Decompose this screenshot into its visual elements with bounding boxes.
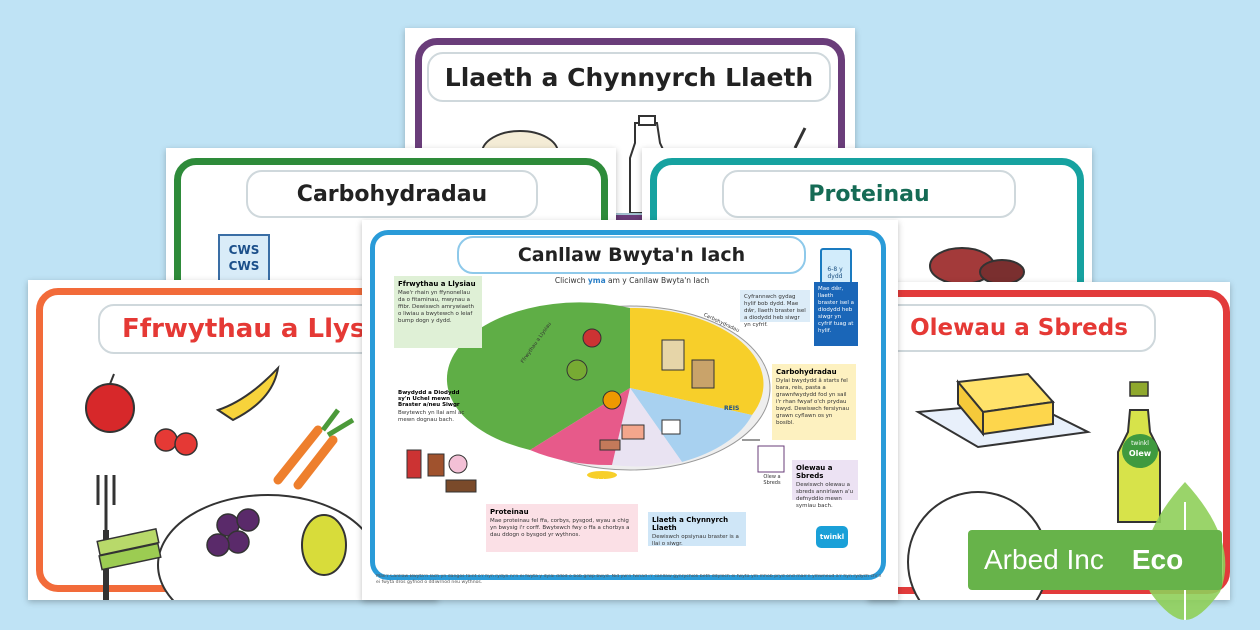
dairy-poster-title: Llaeth a Chynnyrch Llaeth [427, 52, 831, 102]
guide-footer-text: Mae'r Canllaw Bwyta'n Iach yn dangos fai… [376, 574, 882, 585]
water-glass-label: 6-8 y dydd [827, 266, 843, 280]
carbs-info-title: Carbohydradau [776, 368, 837, 376]
oils-poster-title: Olewau a Sbreds [882, 304, 1156, 352]
carbs-info-text: Dylai bwydydd â starts fel bara, reis, p… [776, 378, 850, 426]
oil-bottle-text: Olew [1128, 449, 1152, 458]
subtitle-text-end: am y Canllaw Bwyta'n Iach [608, 276, 710, 285]
sugary-info-title: Bwydydd a Diodydd sy'n Uchel mewn Braste… [398, 390, 460, 408]
subtitle-text-start: Cliciwch [554, 276, 586, 285]
sugary-info-box: Bwydydd a Diodydd sy'n Uchel mewn Braste… [394, 386, 472, 434]
protein-poster-title: Proteinau [722, 170, 1016, 218]
segment-label-oils: Olew a Sbreds [763, 474, 781, 486]
arbed-eco-badge: Arbed Inc Eco [968, 530, 1222, 590]
water-blue-text: Mae dŵr, llaeth braster isel a diodydd h… [818, 286, 854, 334]
cereal-box-label: CWS CWS [228, 243, 260, 273]
twinkl-logo: twinkl [816, 526, 848, 548]
dairy-info-box: Llaeth a Chynnyrch Llaeth Dewiswch opsiy… [648, 512, 746, 547]
eatwell-plate [446, 302, 785, 479]
meat-illustration [929, 247, 1025, 285]
guide-subtitle: Cliciwch yma am y Canllaw Bwyta'n Iach [512, 276, 752, 285]
guide-title: Canllaw Bwyta'n Iach [457, 236, 806, 274]
oil-bottle-brand: twinkl [1131, 440, 1149, 447]
segment-label-protein: Proteinau [590, 478, 614, 484]
badge-left-text: Arbed Inc [984, 544, 1104, 575]
subtitle-link[interactable]: yma [587, 276, 606, 285]
eatwell-guide-poster[interactable]: Canllaw Bwyta'n Iach Cliciwch yma am y C… [362, 220, 898, 600]
water-info-box: Cyfrannwch gydag hylif bob dydd. Mae dŵr… [740, 290, 810, 328]
oils-info-text: Dewiswch olewau a sbreds annirlawn a'u d… [796, 482, 854, 509]
dairy-info-text: Dewiswch opsiynau braster is a llai o si… [652, 534, 739, 547]
protein-info-box: Proteinau Mae proteinau fel ffa, corbys,… [486, 504, 638, 552]
fruit-info-box: Ffrwythau a Llysiau Mae'r rhain yn ffyno… [394, 276, 482, 348]
fruit-info-title: Ffrwythau a Llysiau [398, 280, 476, 288]
water-blue-box: Mae dŵr, llaeth braster isel a diodydd h… [814, 282, 858, 346]
rice-bag-label: REIS [724, 405, 740, 412]
dairy-info-title: Llaeth a Chynnyrch Llaeth [652, 516, 729, 532]
fruit-info-text: Mae'r rhain yn ffynonellau da o fitamina… [398, 290, 474, 324]
oils-info-title: Olewau a Sbreds [796, 464, 833, 480]
sugary-info-text: Bwytewch yn llai aml ac mewn dognau bach… [398, 410, 465, 423]
protein-info-title: Proteinau [490, 508, 529, 516]
carbs-info-box: Carbohydradau Dylai bwydydd â starts fel… [772, 364, 856, 440]
badge-right-text: Eco [1131, 544, 1184, 575]
protein-info-text: Mae proteinau fel ffa, corbys, pysgod, w… [490, 518, 630, 538]
oils-info-box: Olewau a Sbreds Dewiswch olewau a sbreds… [792, 460, 858, 509]
treats-illustration [406, 449, 477, 493]
fruit-illustration [85, 364, 379, 600]
cereal-box-icon: CWS CWS [218, 234, 270, 288]
oil-bottle-label: twinkl Olew [1122, 434, 1158, 468]
water-info-text: Cyfrannwch gydag hylif bob dydd. Mae dŵr… [744, 294, 806, 328]
segment-label-dairy: Llaeth a Chynnyrch Llaeth [654, 478, 720, 484]
carbohydrates-poster-title: Carbohydradau [246, 170, 538, 218]
